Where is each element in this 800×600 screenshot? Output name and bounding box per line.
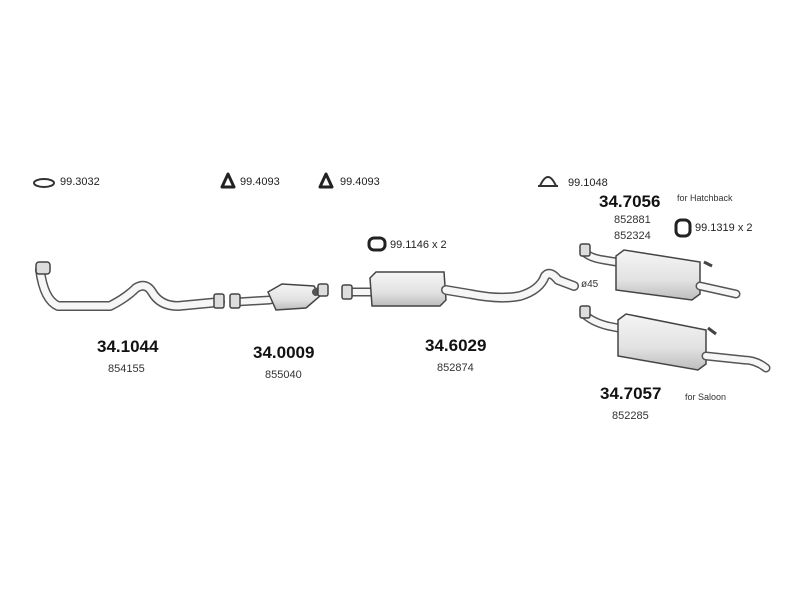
part-number-front-pipe: 34.1044 [97,337,159,356]
rubber-hanger-icon [674,218,692,238]
accessory-hanger-rear-label: 99.1319 x 2 [695,222,753,234]
oem-number-catalyst: 855040 [265,369,302,381]
accessory-bracket-a-label: 99.4093 [240,176,280,188]
note-hatchback: for Hatchback [677,193,733,203]
oem-number-rear-hatchback-2: 852324 [614,230,651,242]
exhaust-clamp-icon [538,176,558,187]
oem-number-front-pipe: 854155 [108,363,145,375]
oem-number-rear-saloon: 852285 [612,410,649,422]
rear-silencer-hatchback-drawing [579,243,741,301]
oem-number-rear-hatchback-1: 852881 [614,214,651,226]
front-pipe-drawing [35,261,225,311]
pipe-diameter-label: ø45 [581,279,599,290]
accessory-bracket-b-label: 99.4093 [340,176,380,188]
middle-silencer-drawing [341,268,579,307]
note-saloon: for Saloon [685,392,727,402]
triangle-bracket-icon [318,172,334,189]
part-number-middle-silencer: 34.6029 [425,336,487,355]
rear-silencer-saloon-drawing [579,305,771,373]
o-ring-icon [33,178,55,188]
oem-number-middle-silencer: 852874 [437,362,474,374]
part-number-catalyst: 34.0009 [253,343,315,362]
part-number-rear-hatchback: 34.7056 [599,192,661,211]
catalytic-converter-drawing [229,283,329,311]
accessory-clamp-label: 99.1048 [568,177,608,189]
triangle-bracket-icon [220,172,236,189]
part-number-rear-saloon: 34.7057 [600,384,662,403]
accessory-hanger-front-label: 99.1146 x 2 [390,239,447,251]
rubber-hanger-icon [367,236,387,252]
accessory-oring-label: 99.3032 [60,176,100,188]
